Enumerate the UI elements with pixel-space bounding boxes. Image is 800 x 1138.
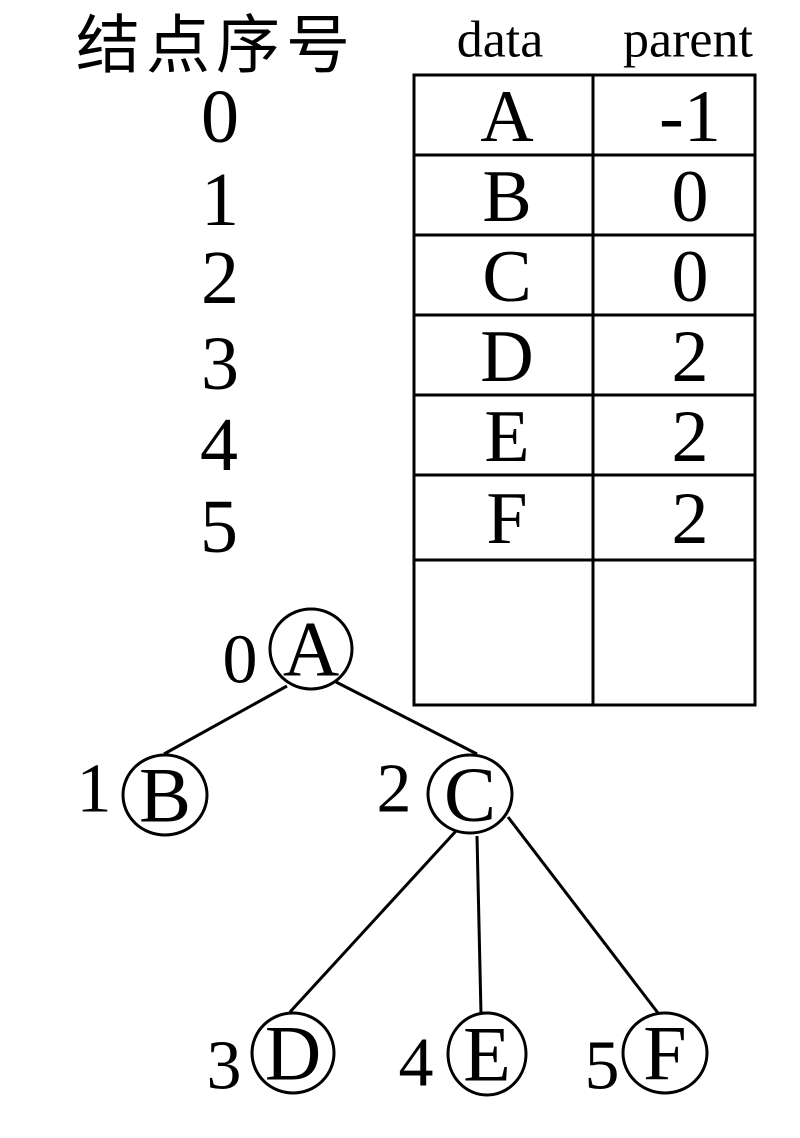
tree-node-A-circle bbox=[268, 607, 354, 691]
tree-node-C-index: 2 bbox=[377, 751, 412, 828]
row-index-5: 5 bbox=[200, 485, 238, 569]
tree-node-F-circle bbox=[621, 1011, 709, 1095]
cell-data-1: B bbox=[482, 156, 531, 238]
cell-parent-2: 0 bbox=[672, 236, 709, 318]
tree-node-E-index: 4 bbox=[399, 1025, 434, 1102]
tree-node-E-circle bbox=[446, 1011, 528, 1097]
tree-node-A-index: 0 bbox=[223, 622, 258, 699]
table-header-data: data bbox=[457, 12, 544, 69]
tree-edge-A-B bbox=[163, 684, 288, 756]
row-index-1: 1 bbox=[201, 158, 239, 242]
cell-parent-5: 2 bbox=[672, 478, 709, 560]
tree-node-B-index: 1 bbox=[77, 751, 112, 828]
cell-parent-4: 2 bbox=[672, 396, 709, 478]
row-index-0: 0 bbox=[201, 75, 239, 159]
tree-node-A: 0 A bbox=[223, 606, 354, 699]
tree-edge-C-F bbox=[506, 816, 660, 1014]
table-outer-border bbox=[412, 73, 757, 707]
row-index-2: 2 bbox=[201, 236, 239, 320]
tree-edge-C-E bbox=[475, 835, 483, 1015]
tree-node-F-index: 5 bbox=[585, 1028, 620, 1105]
tree-node-D: 3 D bbox=[207, 1010, 336, 1105]
tree-node-C-circle bbox=[426, 753, 514, 835]
tree-node-B-circle bbox=[121, 753, 209, 837]
table-grid bbox=[412, 73, 757, 707]
cell-data-2: C bbox=[482, 236, 531, 318]
tree-edge-A-C bbox=[335, 680, 478, 756]
table-cells: A -1 B 0 C 0 D 2 E 2 F 2 bbox=[480, 76, 721, 560]
tree-node-D-index: 3 bbox=[207, 1028, 242, 1105]
row-index-4: 4 bbox=[200, 403, 238, 487]
cell-data-5: F bbox=[486, 478, 527, 560]
node-index-column: 0 1 2 3 4 5 bbox=[200, 75, 239, 569]
cell-data-4: E bbox=[484, 396, 529, 478]
cell-data-0: A bbox=[480, 76, 533, 158]
tree-edge-C-D bbox=[288, 829, 458, 1014]
tree-node-F-label: F bbox=[643, 1010, 686, 1097]
cell-parent-0: -1 bbox=[659, 76, 721, 158]
tree-node-E: 4 E bbox=[399, 1011, 528, 1102]
tree-node-D-label: D bbox=[265, 1010, 321, 1097]
tree-node-A-label: A bbox=[283, 606, 339, 693]
tree-node-D-circle bbox=[250, 1011, 336, 1095]
tree-edges bbox=[163, 680, 660, 1015]
cell-parent-3: 2 bbox=[672, 316, 709, 398]
tree-node-B-label: B bbox=[139, 752, 191, 839]
tree-node-C-label: C bbox=[444, 751, 496, 838]
node-index-title: 结点序号 bbox=[76, 11, 356, 82]
tree-nodes: 0 A 1 B 2 C 3 D 4 E 5 F bbox=[77, 606, 709, 1105]
row-index-3: 3 bbox=[201, 322, 239, 406]
tree-node-F: 5 F bbox=[585, 1010, 709, 1105]
tree-node-C: 2 C bbox=[377, 751, 514, 838]
tree-node-E-label: E bbox=[463, 1011, 511, 1098]
table-header-parent: parent bbox=[623, 12, 753, 69]
cell-parent-1: 0 bbox=[672, 156, 709, 238]
cell-data-3: D bbox=[480, 316, 533, 398]
tree-node-B: 1 B bbox=[77, 751, 209, 839]
